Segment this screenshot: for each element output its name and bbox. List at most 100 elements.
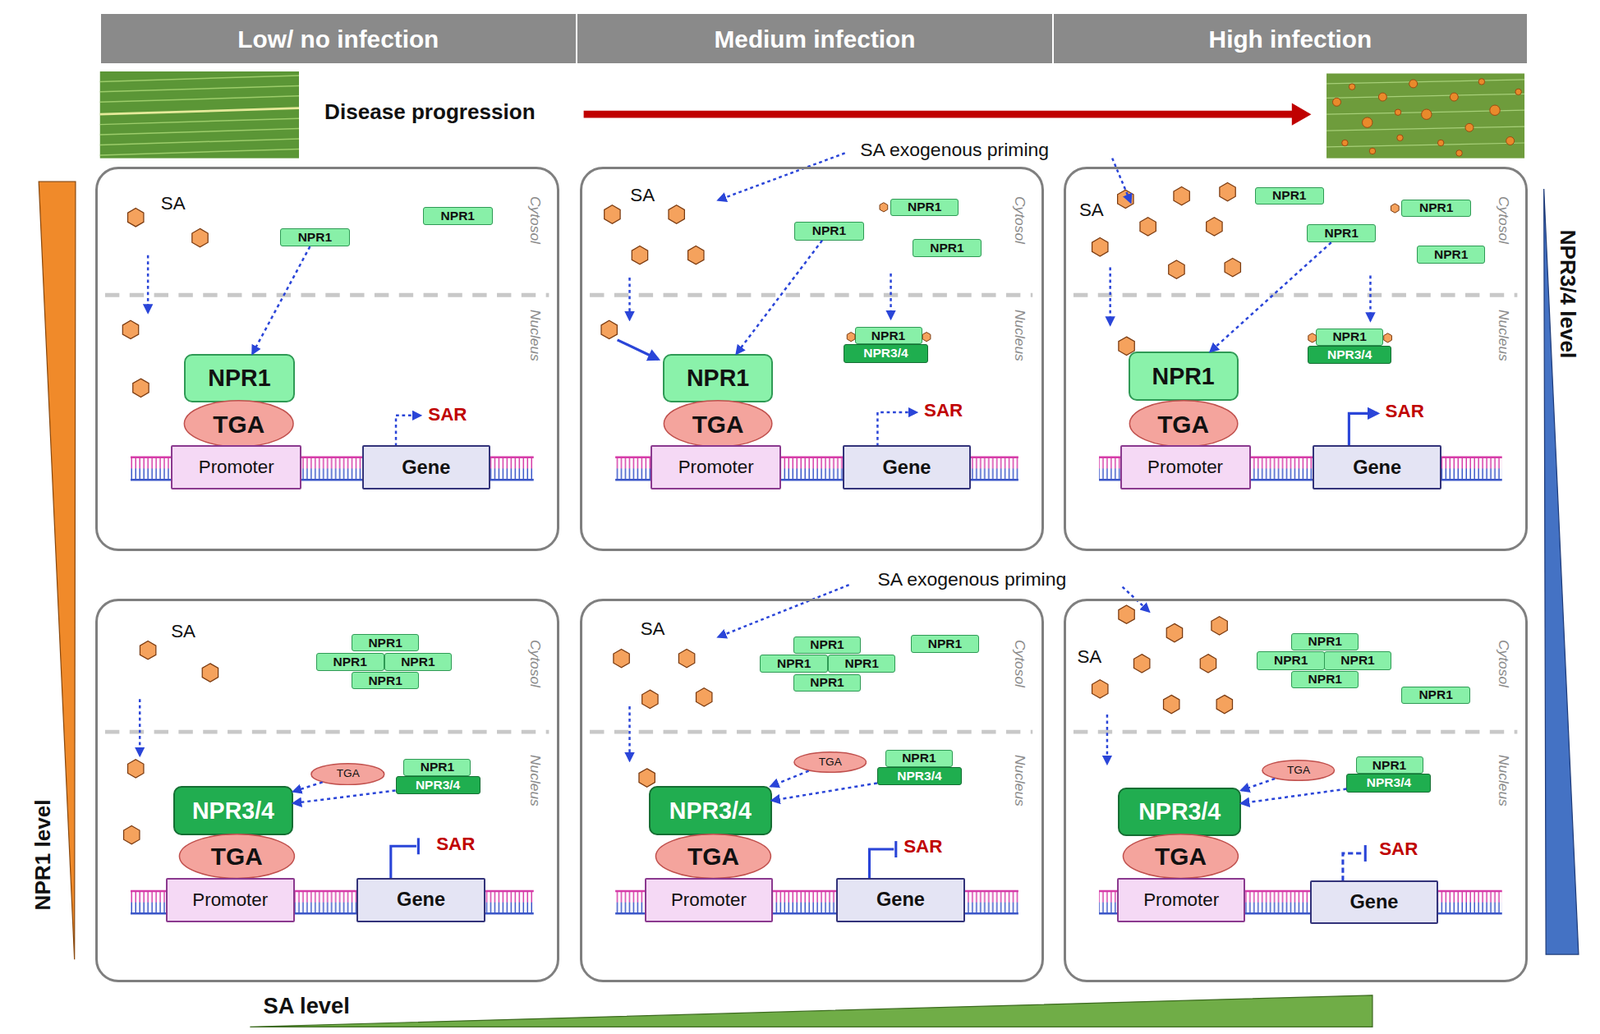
- npr34-protein: NPR3/4: [1346, 773, 1431, 792]
- infected-leaf: [1449, 92, 1458, 102]
- gene-box: Gene: [1310, 880, 1440, 925]
- npr1-protein: NPR1: [910, 634, 980, 653]
- npr34-corepressor: NPR3/4: [173, 786, 295, 836]
- transport-arrow: [1106, 714, 1109, 764]
- transport-arrow: [395, 415, 421, 446]
- npr1-protein: NPR1: [793, 636, 861, 654]
- axis-label: NPR3/4 level: [1554, 229, 1581, 359]
- npr1-protein-text: NPR1: [1324, 226, 1358, 240]
- tga-factor: TGA: [1261, 759, 1335, 782]
- bound-sa-molecule: [1383, 333, 1393, 343]
- npr1-protein-text: NPR1: [1308, 634, 1343, 649]
- translocation-arrow: [293, 790, 396, 805]
- tga-factor: TGA: [654, 832, 773, 880]
- sa-molecule: [122, 182, 1241, 844]
- gene-box-text: Gene: [1352, 457, 1402, 479]
- repression-arrow: [868, 849, 894, 879]
- bound-sa-molecule: [1390, 203, 1399, 213]
- sa-molecule: [668, 205, 685, 224]
- npr1-protein-text: NPR1: [420, 760, 455, 774]
- axis-label: SA level: [263, 993, 350, 1020]
- stage-header: Low/ no infection: [100, 13, 577, 64]
- infected-leaf: [1394, 109, 1401, 115]
- repression-arrow: [390, 845, 417, 879]
- transport-arrow: [628, 277, 630, 320]
- level-triangles: [38, 181, 1579, 1027]
- dna-strand: [130, 457, 1503, 892]
- translocation-arrow: [1210, 242, 1332, 352]
- tga-ellipse: [183, 400, 294, 447]
- cell-panel: SACytosolNucleusSARNPR1NPR1NPR1TGAPromot…: [95, 166, 560, 552]
- npr1-protein: NPR1: [1401, 686, 1470, 704]
- tga-factor: TGA: [1121, 832, 1240, 880]
- npr1-protein: NPR1: [1324, 651, 1392, 670]
- infected-leaf: [1456, 150, 1463, 157]
- gene-box-text: Gene: [876, 889, 925, 911]
- npr1-protein-text: NPR1: [1372, 758, 1407, 773]
- bound-sa-molecule: [1308, 333, 1317, 343]
- tga-ellipse: [311, 763, 385, 786]
- npr34-protein-text: NPR3/4: [863, 346, 908, 360]
- stage-header-text: Medium infection: [714, 26, 916, 52]
- npr1-coactivator: NPR1: [1128, 351, 1239, 401]
- axis-label: NPR1 level: [30, 800, 56, 911]
- bound-sa-molecule: [1118, 336, 1135, 355]
- infected-leaf: [1515, 88, 1522, 95]
- infected-leaf: [1362, 117, 1373, 128]
- npr1-protein-text: NPR1: [809, 675, 844, 690]
- transport-arrow: [1112, 158, 1131, 203]
- translocation-arrow: [1241, 778, 1275, 791]
- compartment-label: Nucleus: [1012, 309, 1028, 362]
- npr1-protein-text: NPR1: [845, 657, 879, 671]
- npr34-protein: NPR3/4: [395, 776, 481, 795]
- cell-panel: SACytosolNucleusSARNPR1NPR1NPR1NPR1NPR1T…: [579, 598, 1044, 983]
- npr1-protein: NPR1: [351, 634, 419, 652]
- infected-leaf: [1333, 78, 1522, 157]
- sa-molecule: [124, 825, 140, 844]
- bound-sa-molecule: [846, 332, 856, 342]
- promoter-box: Promoter: [165, 878, 295, 922]
- npr34-protein: NPR3/4: [843, 344, 929, 363]
- transport-arrow: [1108, 267, 1111, 326]
- level-triangles: [249, 995, 1373, 1028]
- npr34-protein-text: NPR3/4: [415, 778, 460, 792]
- promoter-box-text: Promoter: [671, 890, 747, 910]
- npr34-corepressor-text: NPR3/4: [192, 798, 275, 823]
- translocation-arrow: [1241, 789, 1347, 805]
- sa-molecule: [1118, 605, 1135, 624]
- npr1-protein-text: NPR1: [298, 230, 332, 244]
- tga-factor: TGA: [662, 399, 773, 449]
- binding-arrow: [1348, 413, 1378, 446]
- sa-molecule: [128, 759, 144, 778]
- tga-factor-text: TGA: [687, 843, 740, 869]
- compartment-divider: [589, 730, 1033, 735]
- translocation-arrow: [252, 246, 310, 355]
- sa-molecule: [1211, 616, 1228, 635]
- sa-molecule: [678, 648, 695, 667]
- infected-leaf: [1465, 123, 1474, 132]
- infected-leaf: [1333, 97, 1342, 106]
- npr34-corepressor-text: NPR3/4: [1138, 799, 1221, 824]
- infected-leaf: [1506, 137, 1515, 146]
- tga-ellipse: [794, 752, 867, 773]
- compartment-label: Cytosol: [528, 196, 543, 244]
- gene-box: Gene: [362, 445, 492, 489]
- sa-molecule: [1206, 217, 1223, 236]
- compartment-divider: [105, 293, 549, 298]
- gene-box: Gene: [1312, 445, 1442, 489]
- npr1-protein-text: NPR1: [1340, 653, 1375, 667]
- compartment-label: Cytosol: [1012, 196, 1028, 244]
- infected-leaf: [1378, 92, 1387, 102]
- sa-label: SA: [1076, 647, 1102, 667]
- sa-molecule: [688, 246, 704, 265]
- sa-molecule: [133, 378, 149, 397]
- npr1-protein-text: NPR1: [812, 224, 846, 238]
- npr1-protein-text: NPR1: [1332, 330, 1366, 344]
- sa-molecule: [1224, 257, 1241, 276]
- tga-ellipse: [1122, 834, 1238, 879]
- npr1-protein: NPR1: [1401, 199, 1471, 217]
- npr1-protein: NPR1: [280, 228, 350, 247]
- compartment-label: Nucleus: [1496, 309, 1512, 362]
- tga-factor: TGA: [178, 832, 296, 880]
- npr1-protein-text: NPR1: [367, 636, 402, 650]
